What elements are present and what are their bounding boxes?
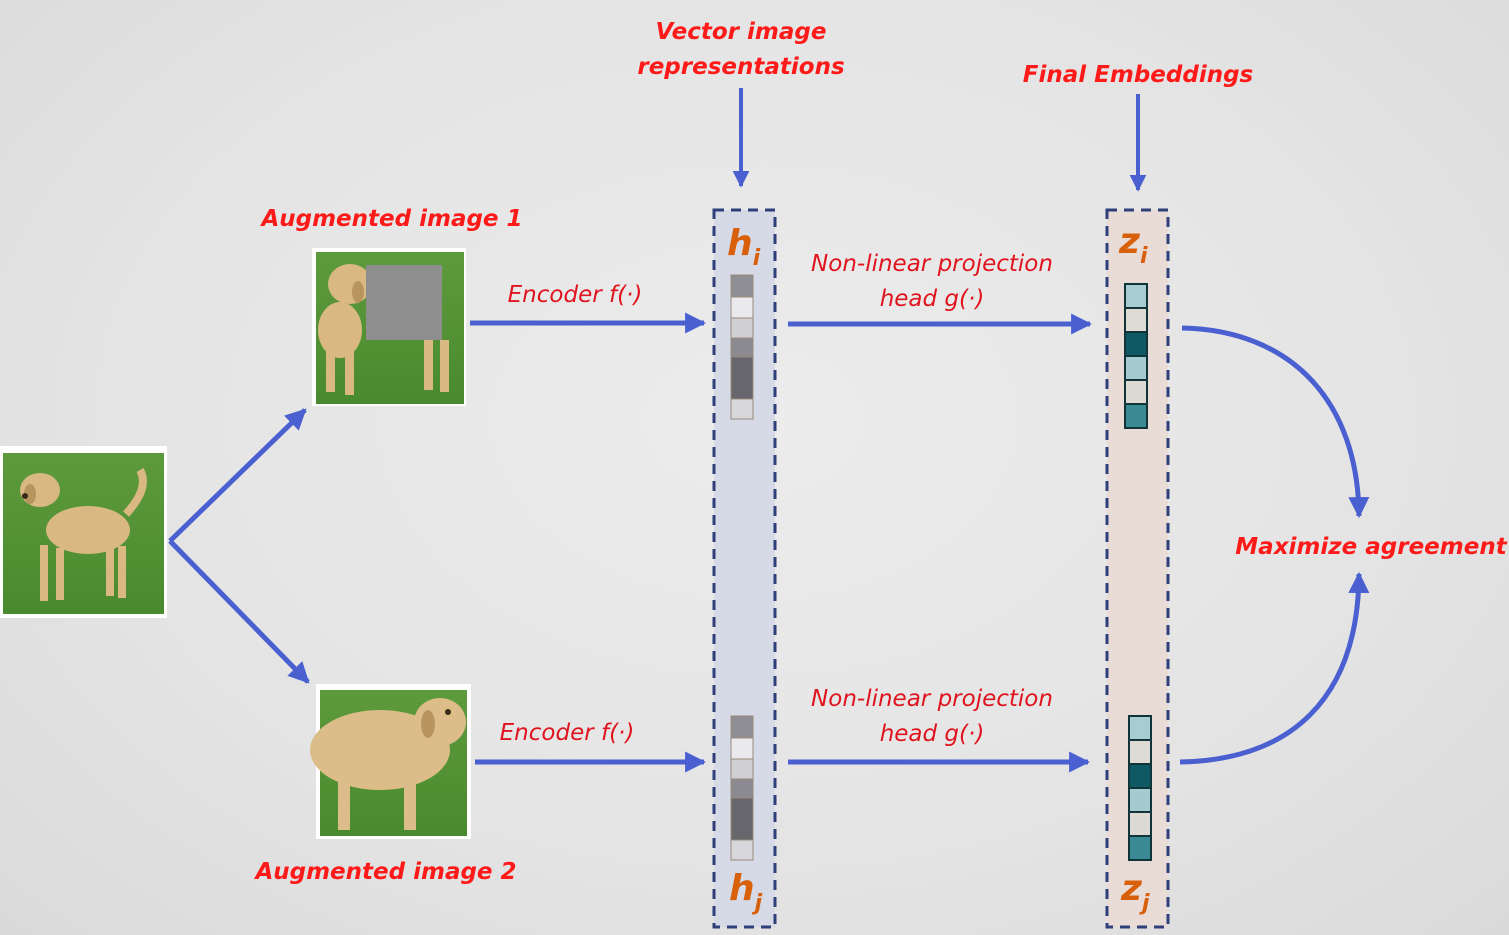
z-i-cell-1	[1124, 283, 1148, 309]
z-j-cell-1	[1128, 715, 1152, 741]
z-i-cell-6	[1124, 403, 1148, 429]
h-i-cell-5	[730, 356, 754, 400]
h-j-vector	[730, 715, 754, 861]
arrow-source-to-aug2	[168, 539, 310, 684]
h-j-cell-3	[730, 758, 754, 780]
vector-rep-label-line1: Vector image	[656, 19, 827, 45]
source-dog-image	[0, 446, 167, 618]
h-i-symbol: hi	[727, 223, 761, 271]
z-i-cell-5	[1124, 379, 1148, 405]
vector-rep-label-line2: representations	[637, 54, 844, 80]
h-i-cell-4	[730, 337, 754, 358]
encoder-top-label: Encoder f(·)	[508, 282, 643, 308]
projection-bottom-line2: head g(·)	[880, 721, 985, 747]
h-i-cell-2	[730, 296, 754, 319]
arrow-agreement-top	[1181, 325, 1370, 519]
maximize-agreement-label: Maximize agreement	[1235, 534, 1507, 560]
z-j-cell-6	[1128, 835, 1152, 861]
z-j-symbol: zj	[1120, 868, 1150, 916]
augmented-image-2	[310, 684, 471, 839]
aug1-label: Augmented image 1	[259, 206, 522, 232]
z-i-cell-2	[1124, 307, 1148, 333]
projection-top-line1: Non-linear projection	[811, 251, 1053, 277]
z-j-cell-2	[1128, 739, 1152, 765]
arrow-agreement-bottom	[1179, 571, 1370, 765]
projection-top-line2: head g(·)	[880, 286, 985, 312]
h-j-cell-5	[730, 797, 754, 841]
z-i-cell-3	[1124, 331, 1148, 357]
z-i-symbol: zi	[1118, 221, 1148, 269]
h-j-cell-2	[730, 737, 754, 760]
cutout-mask	[366, 265, 442, 340]
z-j-cell-4	[1128, 787, 1152, 813]
aug2-label: Augmented image 2	[253, 859, 516, 885]
h-i-cell-3	[730, 317, 754, 339]
h-i-vector	[730, 274, 754, 420]
z-j-vector	[1128, 715, 1152, 861]
z-i-vector	[1124, 283, 1148, 429]
h-j-cell-6	[730, 839, 754, 861]
h-i-cell-6	[730, 398, 754, 420]
arrow-source-to-aug1	[168, 408, 307, 543]
z-j-cell-3	[1128, 763, 1152, 789]
h-i-cell-1	[730, 274, 754, 298]
augmented-image-1	[312, 248, 466, 406]
encoder-bottom-label: Encoder f(·)	[500, 720, 635, 746]
final-embeddings-label: Final Embeddings	[1023, 62, 1253, 88]
z-j-cell-5	[1128, 811, 1152, 837]
projection-bottom-line1: Non-linear projection	[811, 686, 1053, 712]
h-j-cell-4	[730, 778, 754, 799]
z-i-cell-4	[1124, 355, 1148, 381]
h-j-cell-1	[730, 715, 754, 739]
h-j-symbol: hj	[729, 868, 763, 916]
